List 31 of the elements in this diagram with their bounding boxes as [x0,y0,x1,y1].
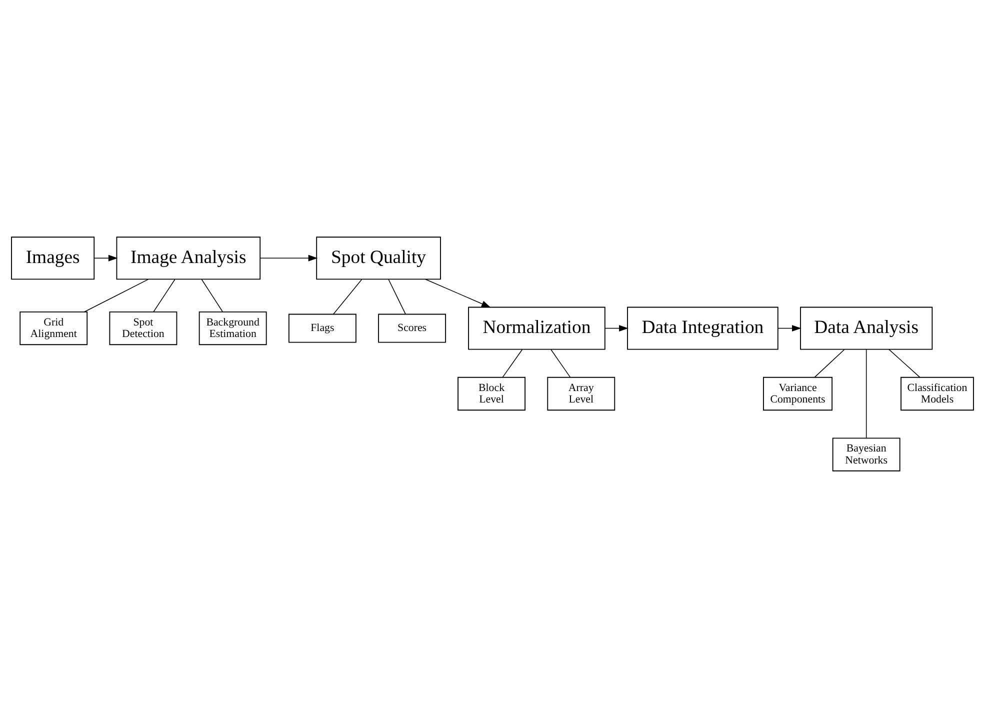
connector [866,348,867,438]
node-box: Grid Alignment [20,310,88,345]
node-box: Classification Models [900,376,974,410]
node-box: Image Analysis [116,236,261,280]
node-box: Background Estimation [198,310,267,345]
node-box: Normalization [468,306,606,350]
connector [814,348,845,378]
arrow [778,324,802,332]
arrow [94,254,118,261]
node-box: Spot Quality [316,236,441,280]
connector [888,348,920,378]
connector [333,278,362,314]
connector [388,278,406,314]
connector [153,278,176,312]
node-box: Data Integration [627,306,778,350]
node-box: Scores [378,313,446,342]
node-box: Spot Detection [109,310,178,345]
node-box: Variance Components [763,376,833,410]
connector [201,278,223,312]
node-box: Images [11,236,95,280]
node-box: Block Level [458,376,526,410]
arrow [260,254,318,261]
node-box: Bayesian Networks [832,437,900,471]
connector [84,278,149,312]
arrow [424,278,491,308]
arrow [604,324,628,332]
connector [550,348,571,378]
connector [502,348,523,378]
node-box: Data Analysis [800,306,933,350]
node-box: Array Level [547,376,616,410]
node-box: Flags [288,313,356,342]
